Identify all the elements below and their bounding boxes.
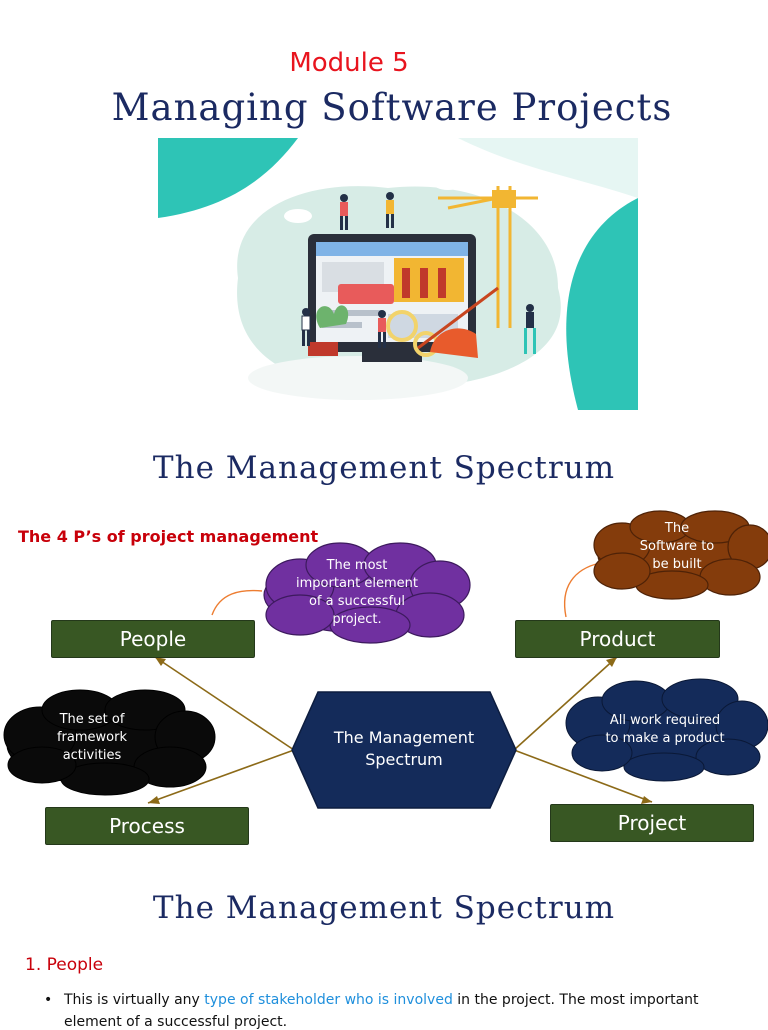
cloud-project-line: All work required: [609, 713, 721, 728]
connector-lines: [147, 656, 653, 804]
management-spectrum-diagram: [3, 510, 768, 809]
box-people: People: [51, 620, 255, 658]
cloud-people-line: of a successful: [308, 594, 406, 609]
box-process: Process: [45, 807, 249, 845]
cloud-product: [593, 510, 768, 600]
cloud-project-line: to make a product: [605, 731, 725, 746]
bullet-text-part2: in the project. The most important: [452, 992, 699, 1008]
cloud-process-text: The set of framework activities: [32, 711, 152, 765]
cloud-people-line: The most: [326, 558, 388, 573]
people-heading: 1. People: [25, 955, 104, 975]
cloud-people-text: The most important element of a successf…: [282, 557, 432, 629]
people-bullet-continuation: element of a successful project.: [64, 1014, 288, 1030]
hexagon-label: The Management Spectrum: [318, 727, 490, 771]
cloud-people-line: project.: [332, 612, 382, 627]
hexagon-label-line-2: Spectrum: [365, 750, 443, 769]
page-title: Managing Software Projects: [111, 86, 673, 129]
cloud-people: [263, 542, 471, 644]
cloud-project: [565, 678, 768, 782]
section-title-management-spectrum-2: The Management Spectrum: [152, 890, 616, 926]
bullet-dot-icon: •: [44, 992, 53, 1008]
cloud-product-line: The: [664, 521, 690, 536]
box-product: Product: [515, 620, 720, 658]
cloud-process-line: framework: [56, 730, 127, 745]
cloud-product-line: Software to: [639, 539, 715, 554]
bullet-text-part1: This is virtually any: [64, 992, 205, 1008]
cloud-product-text: The Software to be built: [617, 520, 737, 574]
cloud-people-line: important element: [296, 576, 418, 591]
project-team-illustration: [158, 138, 638, 410]
cloud-process: [3, 689, 216, 796]
four-ps-subtitle: The 4 P’s of project management: [18, 527, 319, 546]
hero-illustration: [158, 138, 638, 410]
hexagon-label-line-1: The Management: [333, 728, 475, 747]
box-project: Project: [550, 804, 754, 842]
section-title-management-spectrum: The Management Spectrum: [152, 450, 616, 486]
cloud-project-text: All work required to make a product: [590, 712, 740, 748]
people-bullet: • This is virtually any type of stakehold…: [44, 992, 768, 1008]
cloud-process-line: The set of: [59, 712, 125, 727]
center-hexagon: [291, 691, 517, 809]
module-label: Module 5: [289, 48, 409, 78]
bullet-highlight: type of stakeholder who is involved: [204, 992, 453, 1008]
cloud-process-line: activities: [62, 748, 122, 763]
cloud-product-line: be built: [652, 557, 702, 572]
